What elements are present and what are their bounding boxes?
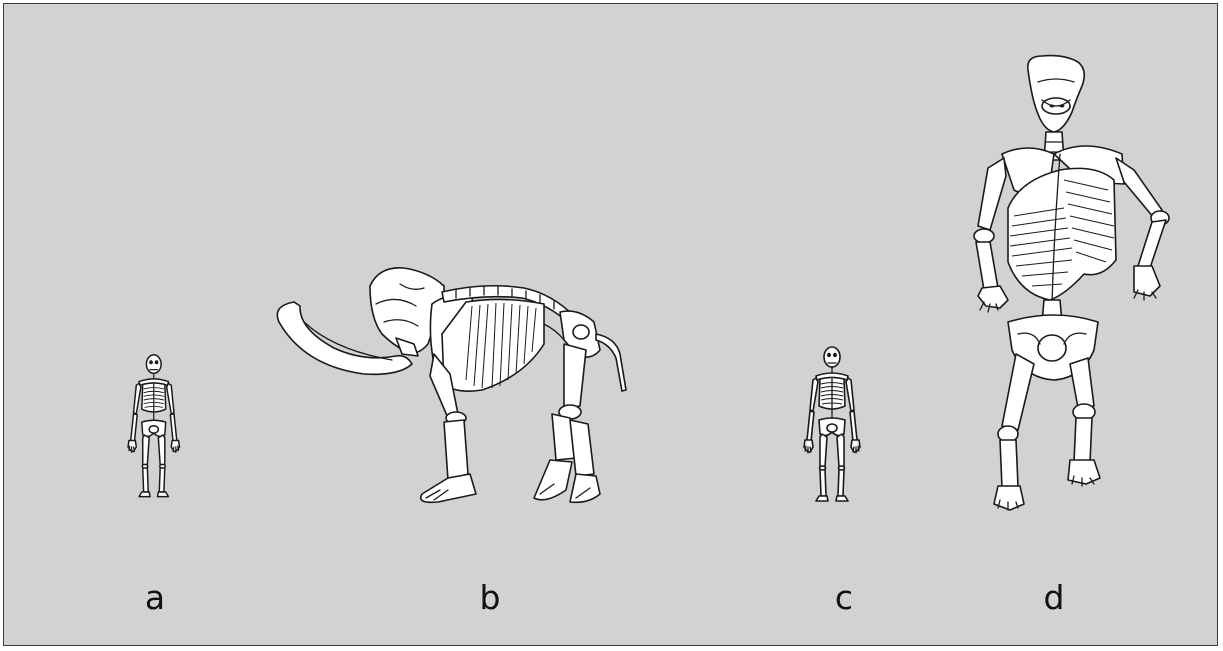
mammoth-skeleton-b xyxy=(277,268,626,503)
skeleton-illustrations xyxy=(4,4,1218,646)
figure-panel: a b c d xyxy=(3,3,1218,646)
label-a: a xyxy=(135,578,175,618)
label-d: d xyxy=(1034,578,1074,618)
human-skeleton-c xyxy=(804,347,860,501)
human-skeleton-a xyxy=(128,355,180,497)
label-c: c xyxy=(824,578,864,618)
giant-skeleton-d xyxy=(974,56,1169,510)
label-b: b xyxy=(470,578,510,618)
